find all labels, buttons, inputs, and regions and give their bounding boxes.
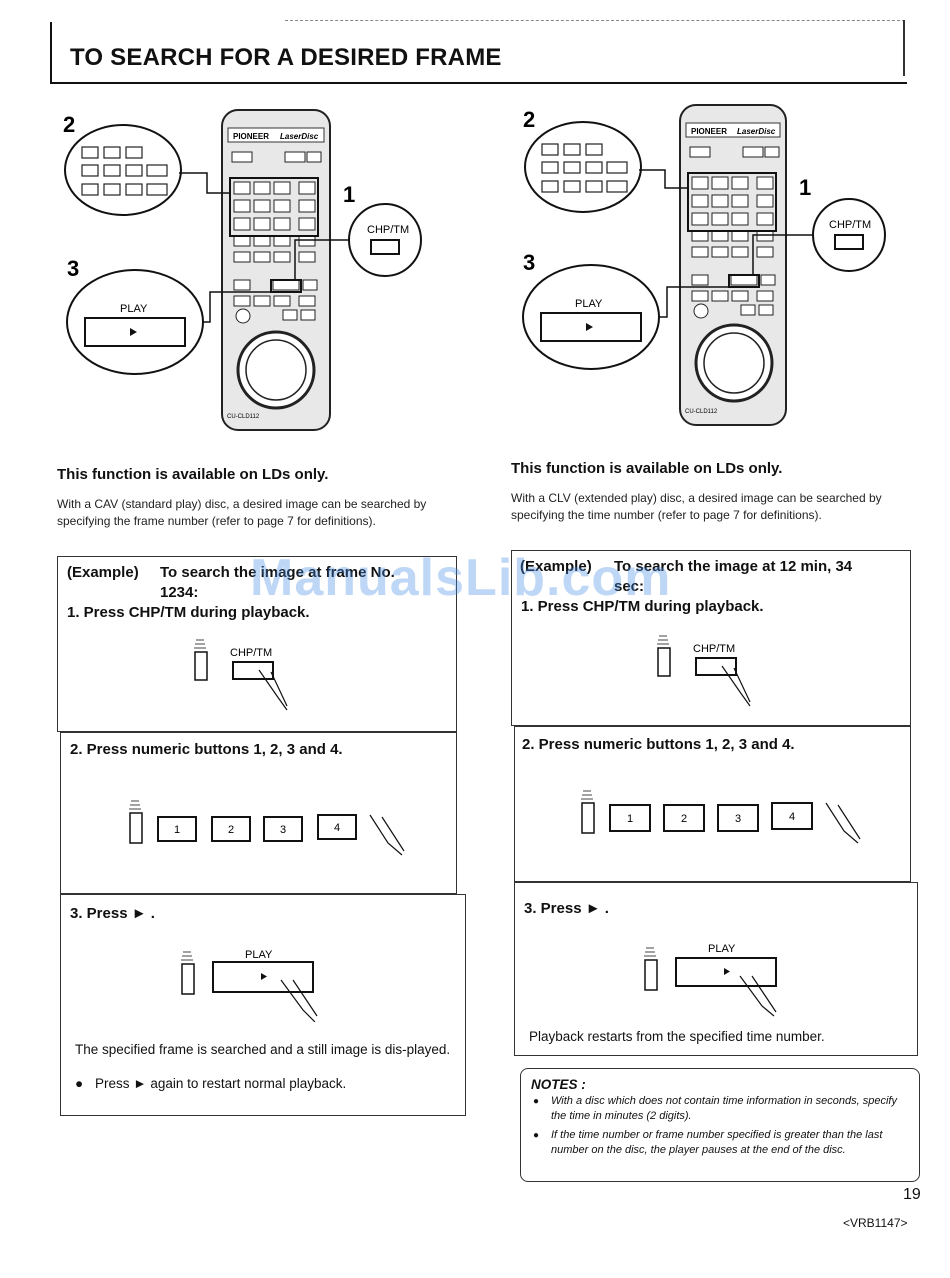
logo-label: LaserDisc <box>280 132 319 141</box>
right-num-button-4: 4 <box>789 811 795 823</box>
callout-1-left: 1 <box>343 182 355 207</box>
right-step3-panel <box>514 882 918 1056</box>
right-example-text: To search the image at 12 min, 34 <box>614 558 853 575</box>
left-step2-panel <box>60 732 457 894</box>
left-bullet-dot: ● <box>75 1076 84 1091</box>
model-label: CU-CLD112 <box>227 414 260 420</box>
left-num-button-4: 4 <box>334 822 340 834</box>
right-step2-panel <box>514 726 911 882</box>
callout-2-left: 2 <box>63 112 75 137</box>
right-example-label: (Example) <box>520 558 592 575</box>
left-num-button-2: 2 <box>228 824 234 836</box>
right-num-button-2: 2 <box>681 813 687 825</box>
right-step1-figure: CHP/TM <box>657 635 751 707</box>
title-right-tick <box>903 20 905 76</box>
right-step1-panel <box>511 550 911 726</box>
callout-3-right: 3 <box>523 250 535 275</box>
brand-label-right: PIONEER <box>691 127 727 136</box>
note-2: If the time number or frame number speci… <box>551 1129 883 1156</box>
note-1: With a disc which does not contain time … <box>551 1095 897 1122</box>
left-step3-panel <box>60 894 466 1116</box>
right-step2-title: 2. Press numeric buttons 1, 2, 3 and 4. <box>522 736 795 753</box>
document-code: <VRB1147> <box>843 1216 908 1230</box>
left-description: With a CAV (standard play) disc, a desir… <box>57 497 427 528</box>
left-step2-figure: 1 2 3 4 <box>129 800 405 856</box>
notes-title: NOTES : <box>531 1077 586 1092</box>
model-label-right: CU-CLD112 <box>685 409 718 415</box>
right-lead: This function is available on LDs only. <box>511 460 783 477</box>
left-example-label: (Example) <box>67 564 139 581</box>
right-example-value: sec: <box>614 578 645 595</box>
right-step3-title: 3. Press ► . <box>524 900 609 917</box>
callout-2-right: 2 <box>523 107 535 132</box>
left-step2-title: 2. Press numeric buttons 1, 2, 3 and 4. <box>70 741 343 758</box>
left-step1-figure: CHP/TM <box>194 639 288 711</box>
page-title: TO SEARCH FOR A DESIRED FRAME <box>70 44 502 71</box>
notes-box <box>520 1068 920 1182</box>
play-callout-label-right: PLAY <box>575 298 603 310</box>
right-result-text: Playback restarts from the specified tim… <box>529 1029 825 1044</box>
left-step1-panel <box>57 556 457 732</box>
right-step1-title: 1. Press CHP/TM during playback. <box>521 598 764 615</box>
left-step3-figure: PLAY <box>181 949 318 1022</box>
left-example-text: To search the image at frame No. <box>160 564 395 581</box>
remote-illustration-left: PIONEER LaserDisc CU-CLD112 CHP/TM PLAY … <box>63 109 422 431</box>
note-bullet-2: ● <box>533 1130 540 1141</box>
right-step3-figure: PLAY <box>644 943 777 1017</box>
callout-3-left: 3 <box>67 256 79 281</box>
right-description: With a CLV (extended play) disc, a desir… <box>511 491 882 522</box>
left-num-button-1: 1 <box>174 824 180 836</box>
right-step2-figure: 1 2 3 4 <box>581 790 861 844</box>
left-result-text: The specified frame is searched and a st… <box>75 1042 451 1057</box>
chp-callout-label: CHP/TM <box>367 224 409 236</box>
logo-label-right: LaserDisc <box>737 127 776 136</box>
right-step1-chp-label: CHP/TM <box>693 643 735 655</box>
left-step1-chp-label: CHP/TM <box>230 647 272 659</box>
note-bullet-1: ● <box>533 1096 540 1107</box>
left-step3-play-label: PLAY <box>245 949 273 961</box>
brand-label: PIONEER <box>233 132 269 141</box>
remote-illustration-right: PIONEER LaserDisc CU-CLD112 CHP/TM PLAY … <box>522 104 886 426</box>
page-number: 19 <box>903 1186 921 1203</box>
right-step3-play-label: PLAY <box>708 943 736 955</box>
title-frame <box>50 22 907 84</box>
left-example-value: 1234: <box>160 584 199 601</box>
top-rule <box>285 20 905 22</box>
play-callout-label: PLAY <box>120 303 148 315</box>
left-num-button-3: 3 <box>280 824 286 836</box>
left-step3-title: 3. Press ► . <box>70 905 155 922</box>
right-num-button-1: 1 <box>627 813 633 825</box>
left-bullet-text: Press ► again to restart normal playback… <box>95 1076 347 1091</box>
left-step1-title: 1. Press CHP/TM during playback. <box>67 604 310 621</box>
right-num-button-3: 3 <box>735 813 741 825</box>
chp-callout-label-right: CHP/TM <box>829 219 871 231</box>
left-lead: This function is available on LDs only. <box>57 466 329 483</box>
callout-1-right: 1 <box>799 175 811 200</box>
